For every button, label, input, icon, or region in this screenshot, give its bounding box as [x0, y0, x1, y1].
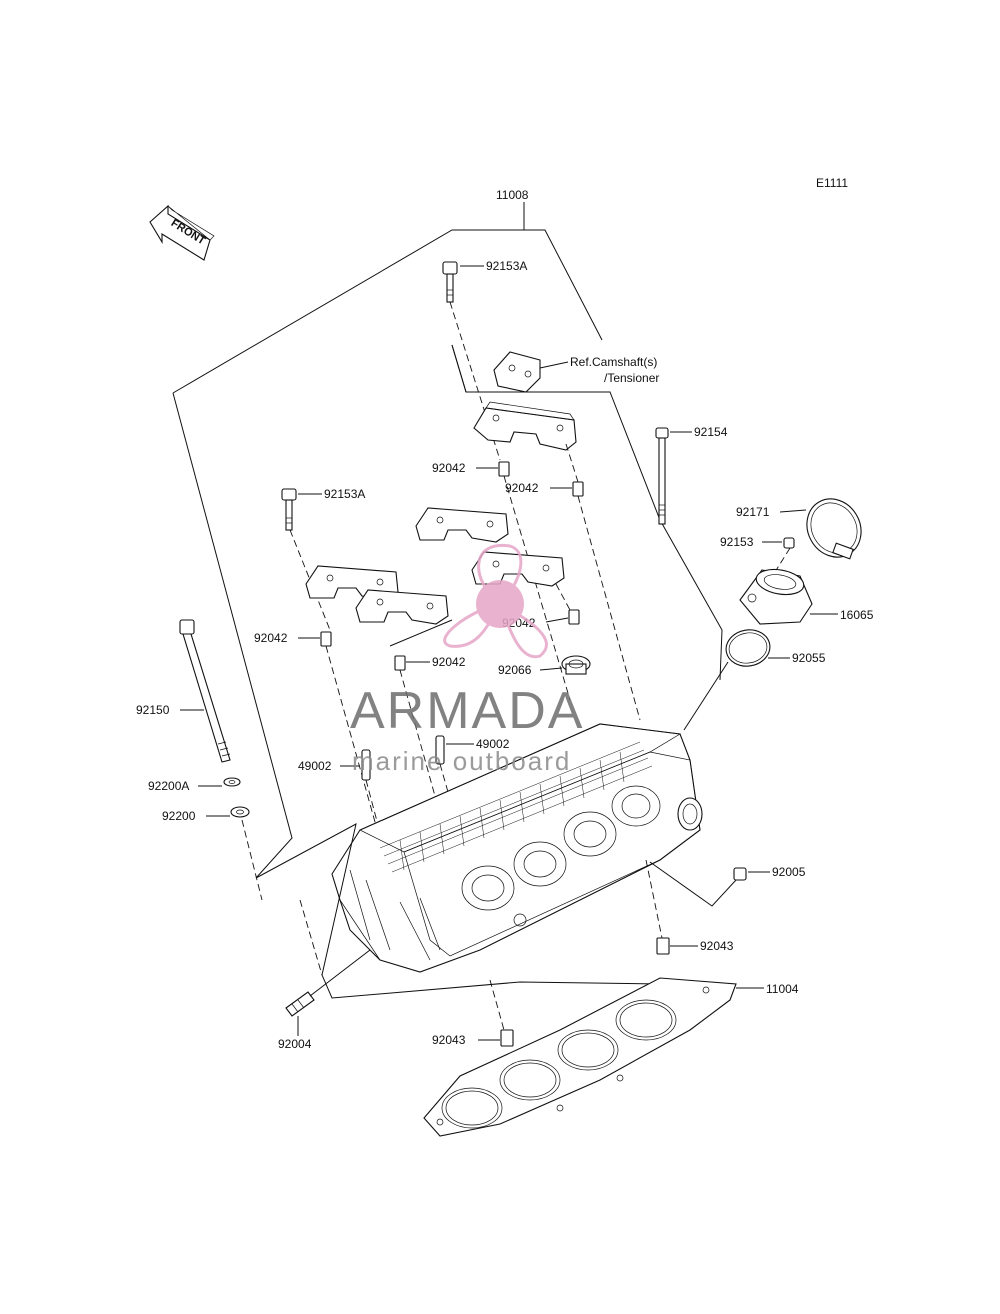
- label-92200: 92200: [162, 809, 196, 823]
- label-92005: 92005: [772, 865, 806, 879]
- lower-bracket: [255, 823, 737, 1031]
- label-92200a: 92200A: [148, 779, 189, 793]
- ref-tensioner-label: /Tensioner: [604, 371, 659, 385]
- washer-92200a: [198, 777, 241, 787]
- camshaft-caps: [305, 507, 565, 625]
- plug-92005: [649, 861, 770, 907]
- cap-16065: [739, 568, 838, 625]
- label-49002-b: 49002: [298, 759, 332, 773]
- dowel-92043-a: [645, 859, 698, 955]
- washer-92200: [206, 806, 263, 901]
- label-92043-a: 92043: [700, 939, 734, 953]
- label-92150: 92150: [136, 703, 170, 717]
- watermark-tagline: marine outboard: [352, 746, 571, 776]
- label-92042-e: 92042: [432, 655, 466, 669]
- bolt-92153a-mid: [281, 488, 331, 631]
- label-11004: 11004: [766, 982, 799, 996]
- propeller-logo-icon: [443, 543, 548, 659]
- watermark-brand: ARMADA: [350, 682, 584, 740]
- dowel-92042-b: [550, 443, 641, 721]
- label-11008: 11008: [496, 188, 529, 202]
- label-49002-a: 49002: [476, 737, 510, 751]
- label-92042-b: 92042: [505, 481, 539, 495]
- label-92004: 92004: [278, 1037, 312, 1051]
- clamp-92171: [779, 498, 862, 560]
- label-92154: 92154: [694, 425, 728, 439]
- stud-92004: [285, 949, 371, 1036]
- label-92171: 92171: [736, 505, 770, 519]
- valve-guide-49002-b: [340, 749, 383, 841]
- front-arrow-icon: FRONT: [149, 204, 215, 261]
- diagram-code: E1111: [816, 176, 848, 190]
- cylinder-head-assembly-bracket: [172, 202, 723, 879]
- dowel-92042-d: [298, 631, 381, 841]
- label-92043-b: 92043: [432, 1033, 466, 1047]
- bolt-92154: [655, 427, 692, 525]
- tensioner-bracket: [493, 351, 569, 393]
- ref-camshaft-label: Ref.Camshaft(s): [570, 355, 657, 369]
- camshaft-cap-top: [473, 401, 577, 451]
- label-92153a-mid: 92153A: [324, 487, 365, 501]
- plug-92066: [539, 655, 591, 675]
- label-92066: 92066: [498, 663, 532, 677]
- dowel-92042-c: [545, 583, 580, 625]
- label-16065: 16065: [840, 608, 874, 622]
- bolt-92150: [179, 619, 231, 763]
- watermark: ARMADA marine outboard: [350, 543, 584, 776]
- label-92042-d: 92042: [254, 631, 288, 645]
- label-92055: 92055: [792, 651, 826, 665]
- oring-92055: [683, 629, 790, 731]
- label-92042-a: 92042: [432, 461, 466, 475]
- screw-92153: [762, 537, 795, 581]
- label-92153: 92153: [720, 535, 754, 549]
- dowel-92043-b: [478, 1029, 514, 1047]
- gasket-11004: [423, 977, 764, 1137]
- dowel-92042-a: [476, 461, 571, 701]
- cylinder-head: [331, 723, 703, 973]
- label-92153a-top: 92153A: [486, 259, 527, 273]
